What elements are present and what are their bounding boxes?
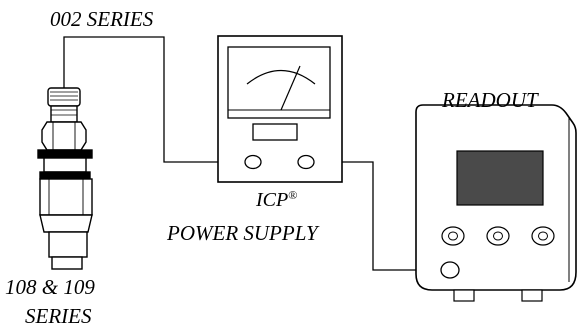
- analog-meter-icon: [227, 46, 331, 119]
- icp-label: ICP®: [256, 188, 298, 211]
- power-switch: [252, 123, 298, 141]
- power-supply-icon: [217, 35, 343, 183]
- sensor-series-label-line1: 108 & 109: [5, 275, 95, 299]
- power-supply-label: POWER SUPPLY: [167, 221, 318, 245]
- icp-text: ICP: [256, 189, 289, 211]
- readout-screen: [456, 150, 544, 206]
- meter-needle: [280, 65, 301, 111]
- sensor-icon: [37, 87, 93, 270]
- input-jack: [244, 154, 262, 170]
- readout-label: READOUT: [442, 88, 538, 112]
- sensor-cable: [63, 36, 245, 163]
- sensor-cable-series-label: 002 SERIES: [50, 7, 154, 31]
- sensor-series-label-line2: SERIES: [25, 304, 92, 328]
- readout-cable: [316, 161, 441, 271]
- output-jack: [297, 154, 315, 170]
- readout-input-jack: [440, 261, 460, 279]
- registered-mark: ®: [288, 188, 298, 202]
- readout-icon: [415, 104, 577, 302]
